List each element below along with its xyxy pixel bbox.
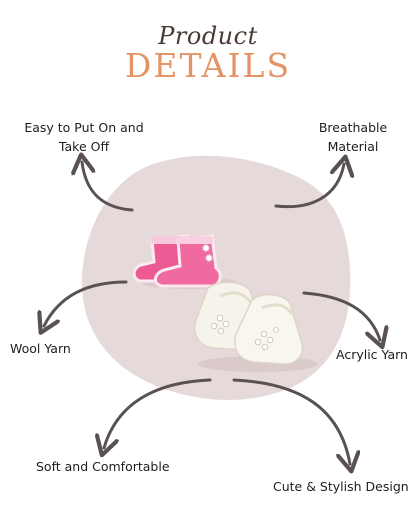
curved-arrow-icon bbox=[274, 164, 344, 209]
title-script: Product bbox=[158, 22, 258, 50]
feature-wool-yarn: Wool Yarn bbox=[10, 341, 71, 356]
feature-cute-stylish: Cute & Stylish Design bbox=[273, 479, 409, 494]
pink-bootie-image bbox=[132, 234, 238, 289]
feature-easy-to-put-on: Easy to Put On and Take Off bbox=[14, 118, 154, 156]
feature-soft-comfortable: Soft and Comfortable bbox=[36, 459, 170, 474]
feature-label: Easy to Put On and bbox=[24, 120, 144, 135]
curved-arrow-icon bbox=[104, 378, 212, 448]
curved-arrow-icon bbox=[302, 291, 380, 340]
curved-arrow-icon bbox=[232, 378, 350, 464]
curved-arrow-icon bbox=[82, 162, 134, 212]
white-bootie-image bbox=[194, 281, 318, 372]
feature-label: Breathable bbox=[318, 120, 388, 135]
curved-arrow-icon bbox=[44, 280, 128, 326]
feature-acrylic-yarn: Acrylic Yarn bbox=[336, 347, 408, 362]
feature-label: Material bbox=[327, 139, 379, 154]
feature-breathable: Breathable Material bbox=[298, 118, 408, 156]
page-title: DETAILS bbox=[124, 46, 292, 85]
feature-label: Take Off bbox=[58, 139, 110, 154]
